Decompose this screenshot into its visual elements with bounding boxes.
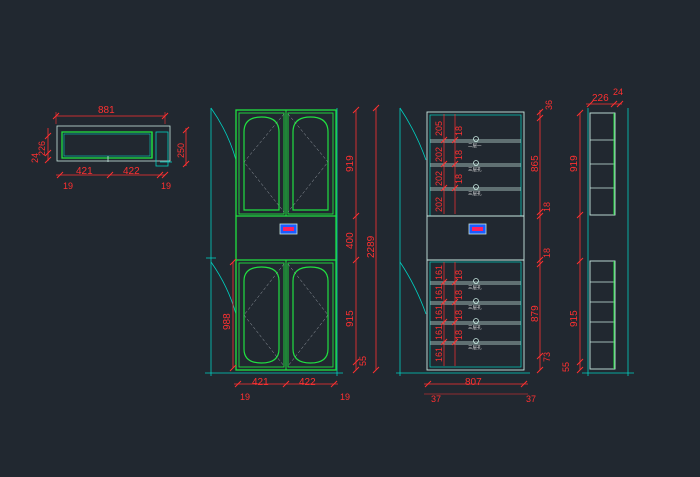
front-base-height-dim: 55 xyxy=(358,356,368,366)
side-offset-dim: 24 xyxy=(613,87,623,97)
shelf-label-6: 三层孔 xyxy=(468,324,482,331)
upper-gap-dim-3: 18 xyxy=(454,174,464,184)
lower-gap-dim-1: 18 xyxy=(454,270,464,280)
shelf-label-2: 三层孔 xyxy=(468,166,482,173)
plan-view: 881 226 24 250 421 422 19 19 xyxy=(30,105,190,191)
plan-depth-left-dim: 226 xyxy=(37,141,47,156)
interior-view: 二层一 三层孔 三层孔 三层孔 三层孔 三层孔 三层孔 205 202 202 … xyxy=(396,100,554,404)
plan-depth-right-dim: 250 xyxy=(176,143,186,158)
shelf-label-5: 三层孔 xyxy=(468,304,482,311)
interior-lower-zone-dim: 879 xyxy=(530,305,541,322)
interior-width-dim: 807 xyxy=(465,377,482,388)
shelf-label-3: 三层孔 xyxy=(468,190,482,197)
plan-offset-left-dim: 24 xyxy=(30,153,40,163)
front-door-height-dim: 988 xyxy=(222,313,233,330)
front-side-left-dim: 19 xyxy=(240,392,250,402)
side-upper-height-dim: 919 xyxy=(569,155,580,172)
plan-side-right-dim: 19 xyxy=(161,181,171,191)
interior-side-right-dim: 37 xyxy=(526,394,536,404)
interior-upper-zone-dim: 865 xyxy=(530,155,541,172)
plan-side-left-dim: 19 xyxy=(63,181,73,191)
shelf-label-7: 三层孔 xyxy=(468,344,482,351)
side-view: 226 24 919 915 55 xyxy=(561,87,634,376)
lower-gap-dim-3: 18 xyxy=(454,310,464,320)
front-door-left-dim: 421 xyxy=(252,377,269,388)
front-upper-height-dim: 919 xyxy=(345,155,356,172)
lower-gap-dim-4: 18 xyxy=(454,330,464,340)
front-side-right-dim: 19 xyxy=(340,392,350,402)
interior-upper-bottom-dim: 18 xyxy=(542,202,552,212)
front-view: 919 400 915 55 2289 988 421 422 19 19 xyxy=(205,104,380,402)
interior-side-left-dim: 37 xyxy=(431,394,441,404)
lower-shelf-dim-3: 161 xyxy=(434,305,444,320)
upper-gap-dim-1: 18 xyxy=(454,126,464,136)
plan-overall-dim: 881 xyxy=(98,105,115,116)
upper-shelf-dim-2: 202 xyxy=(434,147,444,162)
front-middle-height-dim: 400 xyxy=(345,232,356,249)
upper-shelf-dim-1: 205 xyxy=(434,121,444,136)
front-lower-height-dim: 915 xyxy=(345,310,356,327)
plan-door-right-dim: 422 xyxy=(123,166,140,177)
front-door-right-dim: 422 xyxy=(299,377,316,388)
lower-shelf-dim-1: 161 xyxy=(434,265,444,280)
lower-shelf-dim-4: 161 xyxy=(434,325,444,340)
lower-shelf-dim-5: 161 xyxy=(434,347,444,362)
lower-shelf-dim-2: 161 xyxy=(434,285,444,300)
shelf-label-1: 二层一 xyxy=(468,143,482,149)
plan-door-left-dim: 421 xyxy=(76,166,93,177)
interior-lower-bottom-dim: 73 xyxy=(542,352,552,362)
interior-middle-gap-dim: 18 xyxy=(542,248,552,258)
side-depth-dim: 226 xyxy=(592,93,609,104)
upper-gap-dim-2: 18 xyxy=(454,150,464,160)
front-total-height-dim: 2289 xyxy=(366,235,377,258)
upper-shelf-dim-4: 202 xyxy=(434,197,444,212)
side-lower-height-dim: 915 xyxy=(569,310,580,327)
shelf-label-4: 三层孔 xyxy=(468,284,482,291)
upper-shelf-dim-3: 202 xyxy=(434,171,444,186)
side-base-height-dim: 55 xyxy=(561,362,571,372)
interior-top-gap-dim: 36 xyxy=(544,100,554,110)
lower-gap-dim-2: 18 xyxy=(454,290,464,300)
